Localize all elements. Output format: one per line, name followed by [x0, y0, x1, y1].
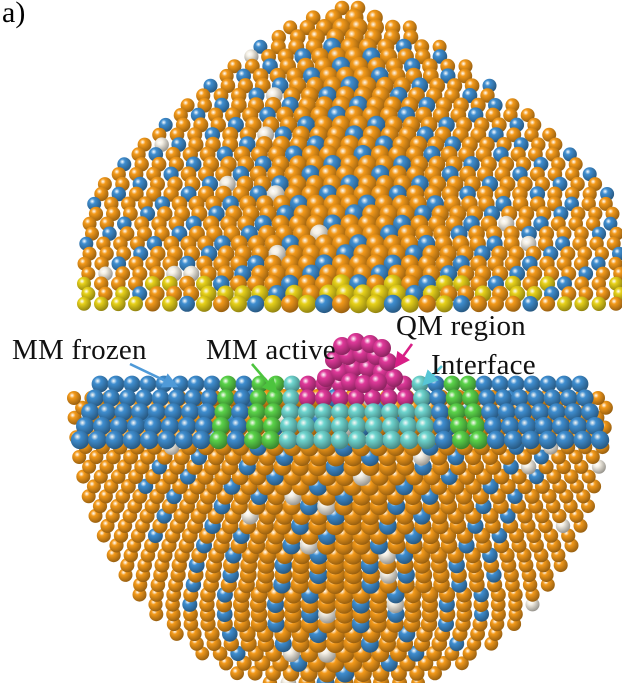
- atom: [230, 295, 247, 312]
- atom: [314, 431, 332, 449]
- atom: [331, 431, 349, 449]
- atom: [77, 297, 91, 311]
- atom: [158, 431, 176, 449]
- atom: [210, 431, 228, 449]
- atom: [281, 295, 299, 313]
- atom: [369, 373, 387, 391]
- atom: [348, 431, 366, 449]
- qm-region-arrow: [396, 344, 412, 366]
- top-hemisphere: [77, 1, 622, 313]
- atom: [244, 431, 262, 449]
- atom: [452, 431, 470, 449]
- atom: [591, 431, 609, 449]
- atom: [188, 376, 205, 393]
- atom: [227, 431, 245, 449]
- atom: [487, 431, 505, 449]
- atom: [196, 296, 212, 312]
- mm-frozen-label: MM frozen: [12, 334, 147, 367]
- atom: [315, 295, 334, 314]
- atom: [574, 297, 589, 312]
- atom: [298, 295, 316, 313]
- atom: [247, 295, 264, 312]
- atom: [145, 296, 160, 311]
- atom: [418, 431, 436, 449]
- atom: [279, 431, 297, 449]
- atom: [383, 431, 401, 449]
- atom: [213, 296, 230, 313]
- atom: [609, 297, 622, 311]
- atom: [470, 431, 488, 449]
- atom: [366, 431, 384, 449]
- atom: [400, 431, 418, 449]
- interface-label: Interface: [431, 349, 536, 382]
- atom: [373, 339, 391, 357]
- atom: [106, 431, 124, 449]
- atom: [88, 431, 106, 449]
- atom: [140, 431, 158, 449]
- atom: [111, 297, 126, 312]
- atom: [385, 369, 403, 387]
- mm-active-label: MM active: [206, 334, 336, 367]
- atom: [94, 297, 108, 311]
- qm-region-label: QM region: [396, 310, 526, 343]
- panel-label: a): [2, 0, 25, 30]
- atom: [262, 431, 280, 449]
- atom: [539, 431, 557, 449]
- atom: [540, 296, 555, 311]
- atom: [349, 294, 368, 313]
- atom: [128, 296, 143, 311]
- atom: [592, 297, 606, 311]
- atom: [556, 431, 574, 449]
- atom: [522, 431, 540, 449]
- atom: [123, 431, 141, 449]
- atom: [332, 294, 351, 313]
- atom: [179, 296, 195, 312]
- atom: [264, 295, 282, 313]
- atom: [557, 296, 572, 311]
- cut-surface-layer: [71, 376, 609, 450]
- atom: [435, 431, 453, 449]
- atom: [296, 431, 314, 449]
- atom: [504, 431, 522, 449]
- atom: [574, 431, 592, 449]
- atom: [67, 391, 81, 405]
- atom: [192, 431, 210, 449]
- atom: [366, 295, 385, 314]
- atom: [162, 296, 178, 312]
- atom: [71, 431, 89, 449]
- atom: [175, 431, 193, 449]
